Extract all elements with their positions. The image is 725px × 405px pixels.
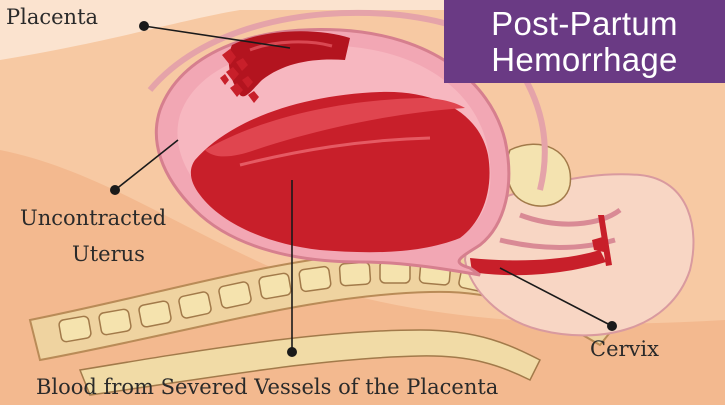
placenta-fragments <box>220 49 259 103</box>
title-line-1: Post-Partum <box>491 4 678 42</box>
title-line-2: Hemorrhage <box>491 40 678 78</box>
vertebrae <box>58 260 492 343</box>
lower-bone <box>78 329 542 396</box>
lower-tissue <box>0 150 725 405</box>
blood-reflection <box>239 136 431 167</box>
placenta-highlight <box>249 40 333 52</box>
blood-highlight <box>205 98 465 157</box>
label-blood-vessels: Blood from Severed Vessels of the Placen… <box>36 375 499 399</box>
cervix-bleeding <box>470 250 606 276</box>
vaginal-bleeding-2 <box>592 236 606 252</box>
leader-dots <box>110 21 617 357</box>
title-banner: Post-Partum Hemorrhage <box>444 0 725 83</box>
label-placenta: Placenta <box>6 5 99 29</box>
leader-lines <box>114 25 613 352</box>
bladder-wall <box>519 207 622 227</box>
label-uncontracted-line1: Uncontracted <box>20 206 167 230</box>
pubic-bone <box>505 143 572 207</box>
label-uncontracted-line2: Uterus <box>72 242 145 266</box>
label-cervix: Cervix <box>590 337 659 361</box>
